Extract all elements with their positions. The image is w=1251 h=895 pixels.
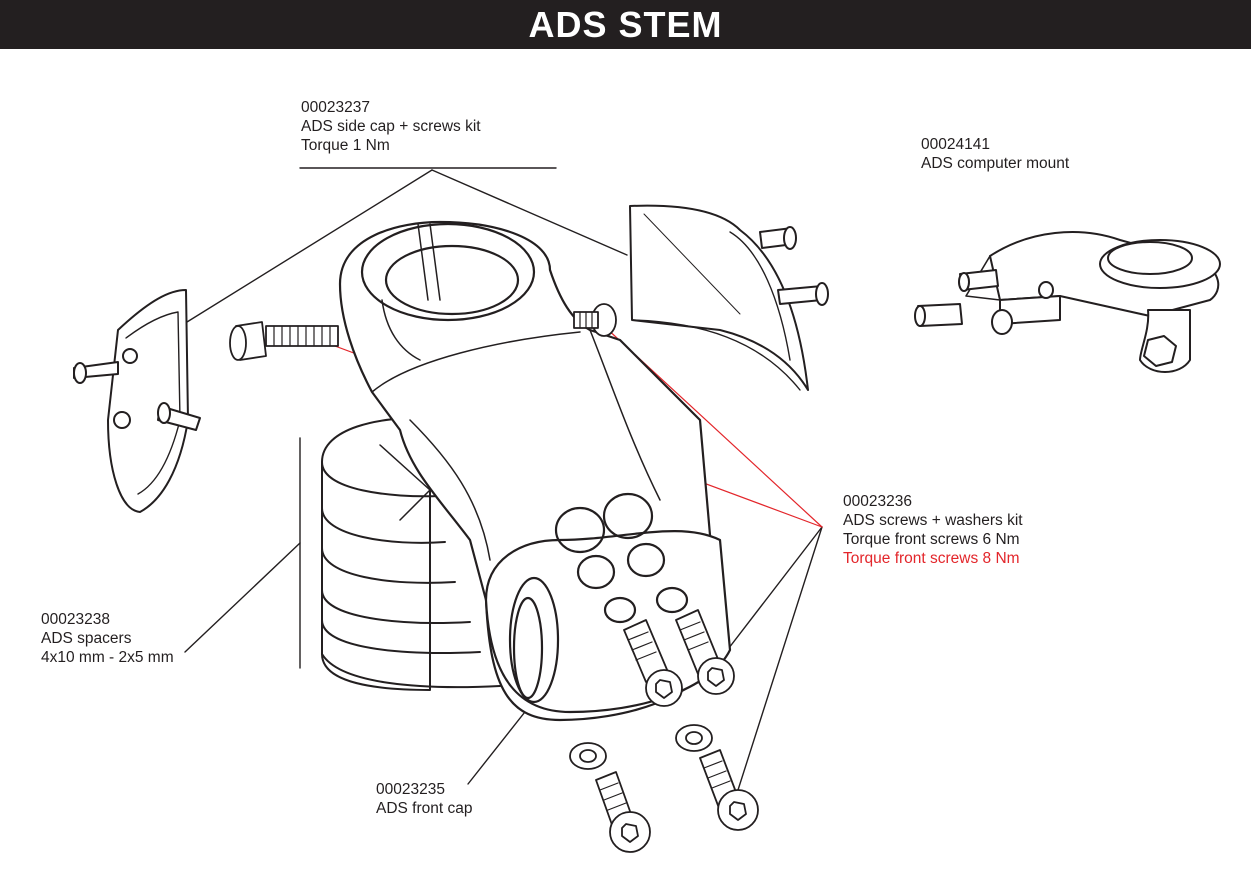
computer-mount (914, 231, 1221, 373)
header-bar: ADS STEM (0, 0, 1251, 49)
page-title: ADS STEM (528, 3, 723, 45)
front-cap-code: 00023235 (376, 781, 445, 798)
screws-torque-alt: Torque front screws 8 Nm (843, 550, 1020, 567)
computer-mount-code: 00024141 (921, 136, 990, 153)
side-cap-leader-left (186, 169, 433, 323)
spacers-size: 4x10 mm - 2x5 mm (41, 649, 174, 666)
front-screws-installed (623, 609, 735, 707)
callout-spacers: 00023238 ADS spacers 4x10 mm - 2x5 mm (41, 610, 174, 667)
screws-code: 00023236 (843, 493, 912, 510)
callout-screws-washers-kit: 00023236 ADS screws + washers kit Torque… (843, 492, 1023, 568)
side-screw-left (229, 321, 339, 361)
side-cap-code: 00023237 (301, 99, 370, 116)
screws-leader-lower (737, 526, 823, 791)
screws-name: ADS screws + washers kit (843, 512, 1023, 529)
spacers-stack (321, 416, 501, 691)
side-screw-right (573, 303, 617, 337)
spacers-name: ADS spacers (41, 630, 132, 647)
front-cap-name: ADS front cap (376, 800, 473, 817)
screws-torque: Torque front screws 6 Nm (843, 531, 1020, 548)
callout-side-cap-kit: 00023237 ADS side cap + screws kit Torqu… (301, 98, 481, 155)
side-cap-torque: Torque 1 Nm (301, 137, 390, 154)
side-cap-left (73, 289, 201, 513)
side-cap-leader-right (431, 169, 628, 256)
spacers-code: 00023238 (41, 611, 110, 628)
computer-mount-name: ADS computer mount (921, 155, 1070, 172)
spacers-leader (184, 542, 301, 653)
loose-screws-washers (569, 724, 759, 853)
side-cap-right (629, 204, 829, 391)
stem-body (338, 220, 732, 722)
callout-front-cap: 00023235 ADS front cap (376, 780, 473, 818)
callout-computer-mount: 00024141 ADS computer mount (921, 135, 1069, 173)
side-cap-name: ADS side cap + screws kit (301, 118, 481, 135)
